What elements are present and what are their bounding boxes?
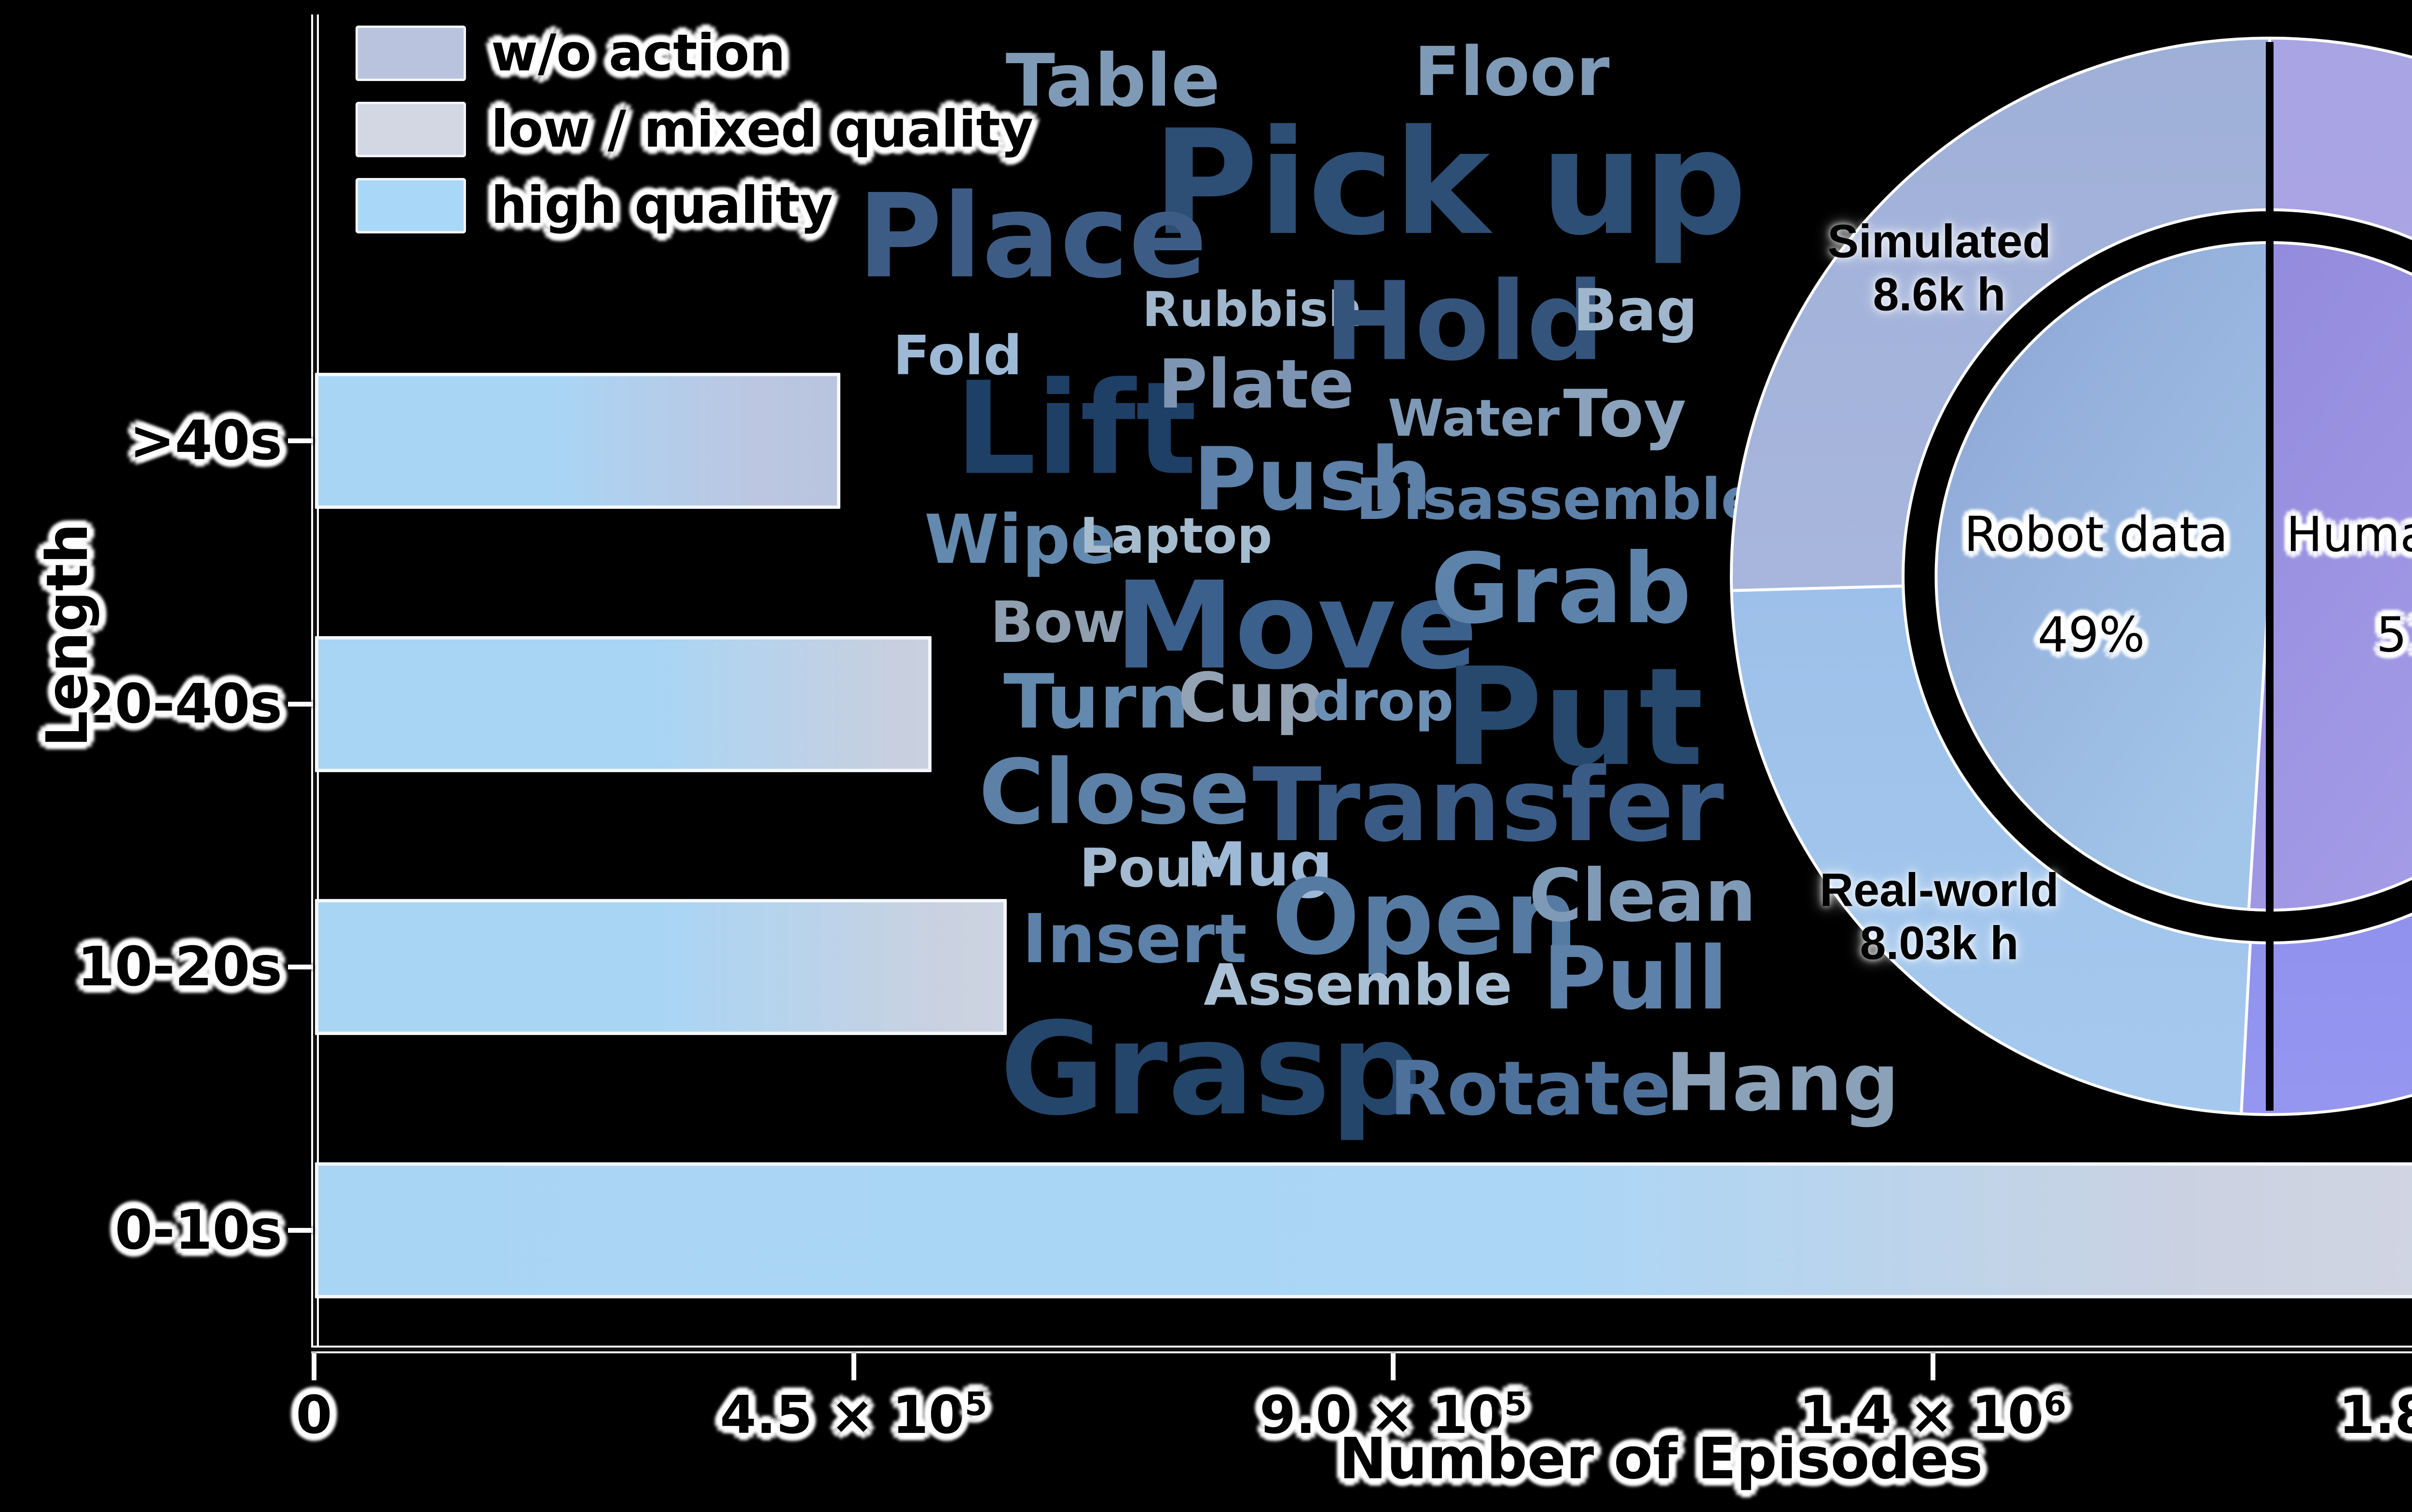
cloud-word-push: Push <box>1193 429 1432 530</box>
cloud-word-fold: Fold <box>893 325 1022 387</box>
legend-swatch <box>356 102 466 157</box>
y-tick-label: 10-20s <box>77 936 282 998</box>
x-tick <box>1391 1353 1396 1380</box>
inner-label-human-data: Human data <box>2286 506 2412 563</box>
x-axis-spine <box>311 1346 2412 1353</box>
x-tick <box>312 1353 316 1380</box>
cloud-word-drop: drop <box>1312 670 1454 733</box>
bar-0-10s <box>315 1162 2412 1298</box>
cloud-word-grasp: Grasp <box>1000 995 1422 1144</box>
cloud-word-pull: Pull <box>1543 928 1728 1029</box>
cloud-word-assemble: Assemble <box>1204 952 1512 1018</box>
cloud-word-cup: Cup <box>1178 659 1324 737</box>
cloud-word-insert: Insert <box>1022 900 1247 979</box>
cloud-word-clean: Clean <box>1529 854 1756 938</box>
cloud-word-floor: Floor <box>1414 33 1610 111</box>
cloud-word-bowl: Bowl <box>990 589 1145 655</box>
pie-half-robot-data <box>1934 241 2271 911</box>
x-tick <box>1930 1353 1935 1380</box>
cloud-word-lift: Lift <box>955 354 1197 504</box>
y-tick-label: 0-10s <box>115 1199 282 1262</box>
donut-svg <box>1730 36 2412 1116</box>
cloud-word-rotate: Rotate <box>1389 1045 1671 1132</box>
legend-item: w/o action <box>356 26 785 81</box>
y-tick <box>288 965 313 969</box>
cloud-word-transfer: Transfer <box>1252 746 1724 864</box>
x-tick-label: 1.8 × 106 <box>2339 1385 2412 1445</box>
cloud-word-laptop: Laptop <box>1080 507 1273 565</box>
inner-pct-robot-data: 49% <box>2037 606 2145 663</box>
x-axis-title: Number of Episodes <box>1339 1425 1983 1492</box>
bar-20-40s <box>315 636 932 772</box>
legend-swatch <box>356 178 466 233</box>
y-axis-title: Length <box>34 523 100 748</box>
x-tick-label: 1.4 × 106 <box>1799 1385 2067 1445</box>
cloud-word-hold: Hold <box>1324 259 1604 385</box>
cloud-word-put: Put <box>1443 639 1704 796</box>
x-tick-label: 9.0 × 105 <box>1260 1385 1527 1445</box>
legend-swatch <box>356 26 466 81</box>
y-tick <box>288 438 313 443</box>
bar-10-20s <box>315 899 1007 1035</box>
cloud-word-bag: Bag <box>1573 277 1698 344</box>
ring-segment-simulated <box>1730 36 2271 592</box>
ring-segment-video-w-o-action <box>2268 36 2412 240</box>
pie-half-human-data <box>2247 241 2412 912</box>
x-tick-label: 4.5 × 105 <box>720 1385 987 1445</box>
y-tick <box>288 702 313 707</box>
legend-item-label: high quality <box>491 176 833 235</box>
donut-chart: Videow/o action10.0k hDemow/ action7.2k … <box>1708 14 2412 1138</box>
legend-item-label: low / mixed quality <box>491 100 1034 159</box>
legend-item: high quality <box>356 178 833 233</box>
cloud-word-rubbish: Rubbish <box>1142 281 1363 338</box>
ring-segment-real-world <box>1730 585 2252 1116</box>
cloud-word-mug: Mug <box>1186 830 1333 900</box>
cloud-word-grab: Grab <box>1430 533 1692 645</box>
cloud-word-place: Place <box>857 169 1207 304</box>
cloud-word-plate: Plate <box>1158 345 1355 424</box>
cloud-word-water: Water <box>1387 389 1560 448</box>
cloud-word-close: Close <box>979 740 1250 845</box>
y-tick <box>288 1228 313 1233</box>
cloud-word-disassemble: Disassemble <box>1356 466 1760 532</box>
cloud-word-pick-up: Pick up <box>1152 99 1747 267</box>
legend-item-label: w/o action <box>491 24 786 82</box>
cloud-word-turn: Turn <box>1003 658 1190 746</box>
x-tick-label: 0 <box>296 1385 332 1445</box>
y-tick-label: >40s <box>129 409 282 472</box>
cloud-word-table: Table <box>1005 39 1220 123</box>
cloud-word-hang: Hang <box>1665 1036 1900 1129</box>
x-tick <box>851 1353 856 1380</box>
bar->40s <box>315 373 840 509</box>
ring-segment-demo-w-action <box>2239 913 2412 1116</box>
cloud-word-move: Move <box>1114 556 1478 696</box>
cloud-word-wipe: Wipe <box>924 501 1116 579</box>
inner-label-robot-data: Robot data <box>1964 506 2228 563</box>
cloud-word-toy: Toy <box>1563 376 1686 452</box>
cloud-word-open: Open <box>1272 857 1578 978</box>
y-tick-label: 20-40s <box>77 673 282 736</box>
legend-item: low / mixed quality <box>356 102 1033 157</box>
inner-pct-human-data: 51% <box>2376 606 2412 663</box>
cloud-word-pour: Pour <box>1079 837 1219 899</box>
